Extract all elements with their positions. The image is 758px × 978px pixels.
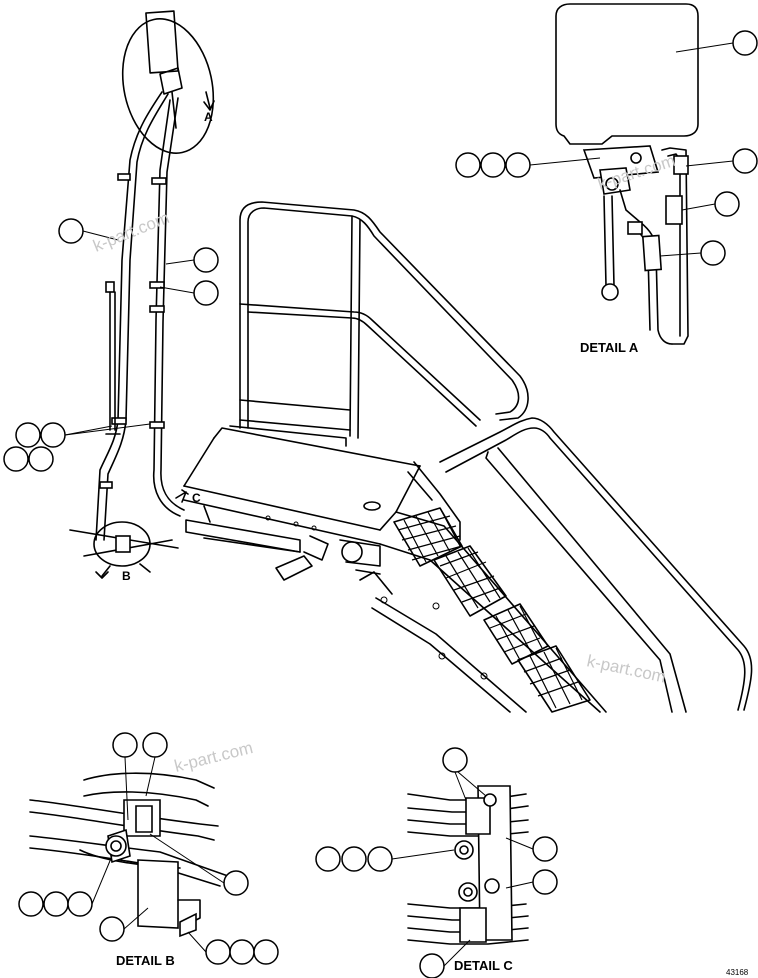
callout-bubble bbox=[229, 939, 255, 965]
mounting-plate bbox=[555, 3, 699, 145]
detail-b: DETAIL B bbox=[18, 732, 279, 968]
callout-bubble bbox=[315, 846, 341, 872]
callout-bubble bbox=[480, 152, 506, 178]
detail-b-label: DETAIL B bbox=[116, 953, 175, 968]
callout-bubble bbox=[714, 191, 740, 217]
drawing-number: 43168 bbox=[726, 968, 749, 977]
callout-bubble bbox=[732, 148, 758, 174]
ladder bbox=[359, 417, 753, 713]
upper-handrail bbox=[239, 201, 529, 439]
callout-bubble bbox=[532, 836, 558, 862]
watermark-detail-b: k-part.com bbox=[172, 738, 255, 776]
callout-bubble bbox=[193, 247, 219, 273]
callout-bubble bbox=[112, 732, 138, 758]
view-b-letter: B bbox=[122, 569, 131, 583]
callout-bubble bbox=[58, 218, 84, 244]
callout-bubble bbox=[442, 747, 468, 773]
callout-bubble bbox=[341, 846, 367, 872]
hose-routing bbox=[95, 91, 185, 541]
callout-bubble bbox=[253, 939, 279, 965]
callout-bubble bbox=[455, 152, 481, 178]
detail-a: DETAIL A bbox=[455, 3, 758, 355]
callout-bubble bbox=[67, 891, 93, 917]
callout-bubble bbox=[419, 953, 445, 978]
detail-a-label: DETAIL A bbox=[580, 340, 639, 355]
detail-c: DETAIL C bbox=[315, 747, 558, 978]
callouts-main bbox=[3, 218, 219, 472]
callout-bubble bbox=[193, 280, 219, 306]
watermark-ladder: k-part.com bbox=[585, 651, 667, 686]
callout-bubble bbox=[43, 891, 69, 917]
detail-a-callout-ellipse bbox=[121, 18, 215, 154]
callout-bubble bbox=[367, 846, 393, 872]
callout-bubble bbox=[99, 916, 125, 942]
callout-bubble bbox=[28, 446, 54, 472]
callout-bubble bbox=[532, 869, 558, 895]
callout-bubble bbox=[142, 732, 168, 758]
callout-bubble bbox=[205, 939, 231, 965]
callout-bubble bbox=[40, 422, 66, 448]
callout-bubble bbox=[3, 446, 29, 472]
callout-bubble bbox=[18, 891, 44, 917]
callout-bubble bbox=[223, 870, 249, 896]
main-view: A B bbox=[3, 10, 753, 713]
step-mesh bbox=[393, 507, 591, 713]
callout-bubble bbox=[15, 422, 41, 448]
view-c-letter: C bbox=[192, 491, 201, 505]
callout-bubble bbox=[700, 240, 726, 266]
callout-bubble bbox=[505, 152, 531, 178]
callout-bubble bbox=[732, 30, 758, 56]
detail-c-label: DETAIL C bbox=[454, 958, 513, 973]
view-a-letter: A bbox=[204, 110, 213, 124]
platform bbox=[183, 425, 421, 581]
